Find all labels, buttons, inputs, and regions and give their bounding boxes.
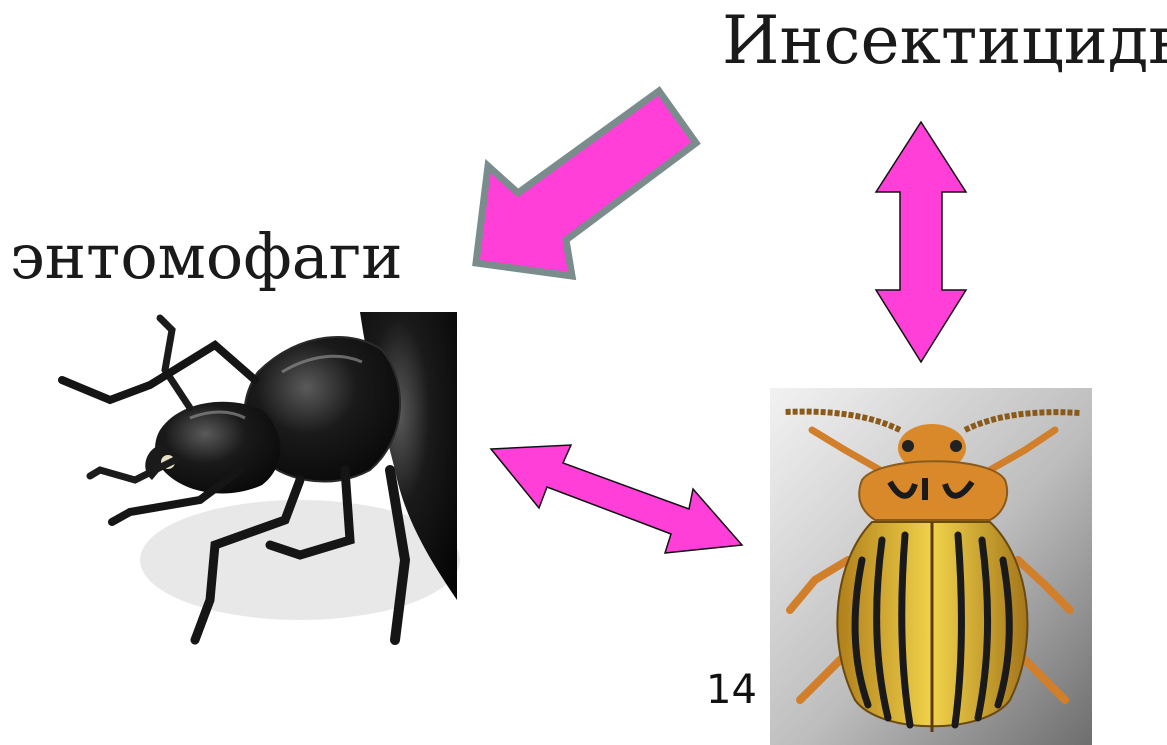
colorado-beetle-image — [770, 388, 1092, 745]
entomophages-label: энтомофаги — [10, 226, 403, 288]
ground-beetle-image — [47, 312, 460, 642]
arrow-insecticides-pests — [876, 122, 966, 362]
insecticides-label: Инсектициды — [722, 8, 1167, 74]
arrow-entomophages-pests — [491, 445, 742, 553]
page-number: 14 — [706, 670, 757, 710]
arrow-insecticides-to-entomophages — [476, 91, 696, 276]
